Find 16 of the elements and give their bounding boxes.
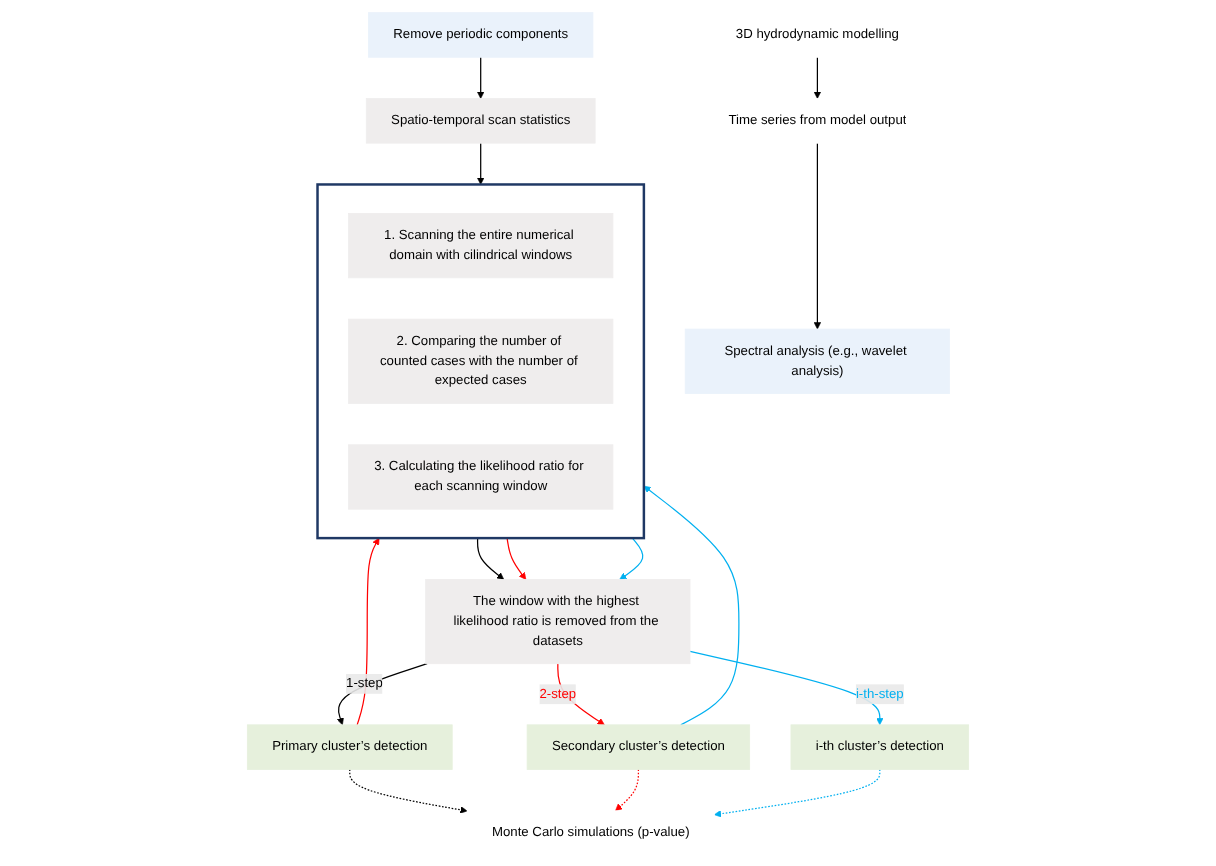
arrow (813, 141, 822, 329)
arrow (477, 55, 485, 98)
arrow (476, 536, 505, 579)
arrow (336, 662, 428, 725)
arrow (356, 536, 380, 725)
arrow (477, 141, 485, 184)
arrow (615, 767, 639, 811)
arrow (643, 484, 740, 725)
arrow (714, 767, 881, 817)
arrow (557, 662, 605, 725)
arrow (619, 536, 644, 579)
arrow (349, 767, 468, 813)
arrow (813, 55, 822, 98)
arrow (689, 649, 884, 725)
arrow (506, 536, 527, 579)
cluster (316, 182, 646, 539)
